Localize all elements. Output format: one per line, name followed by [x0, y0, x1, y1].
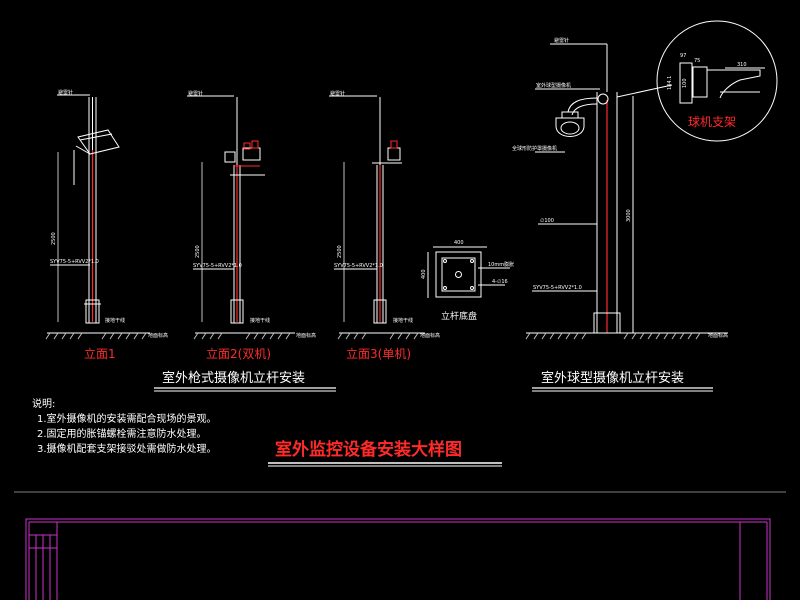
base-plate-detail: 400 400 10mm膨胀 4-∅16 立杆底盘	[421, 240, 514, 322]
note-item-2: 2.固定用的胀锚螺栓需注意防水处理。	[37, 427, 207, 440]
size-184-label: 184.1	[667, 76, 673, 90]
dome-camera-label: 室外球型摄像机	[536, 82, 571, 89]
camera-box-icon	[387, 147, 401, 161]
ground-line-label-1: 接地干线	[105, 317, 125, 324]
rod-label-2: 避雷针	[188, 90, 203, 97]
ground-line-label-2: 接地干线	[250, 317, 270, 324]
base-plate-outline	[435, 251, 482, 298]
dome-camera-icon	[555, 117, 585, 137]
size-100-label: 100	[682, 78, 688, 88]
elevation-1-label: 立面1	[84, 346, 116, 361]
bracket-arm-shape	[707, 69, 761, 99]
bracket-mount-block	[692, 66, 708, 98]
detail-leader	[616, 84, 673, 98]
ball-bracket-detail: 310 97 75 184.1 100 球机支架	[616, 20, 778, 142]
camera-cap-icon	[243, 142, 251, 150]
arm-length-label: 310	[737, 62, 747, 68]
size-75-label: 75	[694, 58, 700, 64]
dim-2500-1: 2500	[51, 232, 57, 245]
pole-base-2	[230, 299, 244, 324]
cable-spec-1: SYV75-5+RVV2*1.0	[50, 259, 99, 265]
camera-box-icon	[242, 147, 261, 161]
bolt-hole-icon	[470, 259, 474, 263]
base-width-label: 400	[454, 240, 464, 246]
camera-cap-icon	[251, 140, 259, 149]
pole-base-3	[373, 299, 387, 324]
dome-bracket-arm	[571, 103, 598, 116]
note-item-3: 3.摄像机配套支架接驳处需做防水处理。	[37, 442, 217, 455]
note-item-1: 1.室外摄像机的安装需配合现场的景观。	[37, 412, 217, 425]
anchor-bolt-label: 10mm膨胀	[488, 261, 514, 268]
elevation-3-drawing: 2500 避雷针 SYV75-5+RVV2*1.0 接地干线 地面标高	[329, 90, 440, 340]
dim-2500-2: 2500	[195, 245, 201, 258]
ground-hatch-3	[337, 332, 419, 340]
dome-camera-section-title: 室外球型摄像机立杆安装	[541, 370, 684, 386]
ground-ref-1: 地面标高	[148, 332, 168, 339]
dome-pole-drawing: 避雷针 室外球型摄像机 全球形防护罩摄像机 3000 ∅100 SYV75-5+…	[512, 37, 728, 340]
gun-camera-icon	[77, 129, 120, 155]
dome-mount-icon	[597, 93, 609, 105]
ball-bracket-label: 球机支架	[688, 115, 736, 129]
bolt-hole-icon	[443, 259, 447, 263]
ground-hatch-dome	[525, 332, 701, 340]
rod-label-dome: 避雷针	[554, 37, 569, 44]
gun-camera-icon	[79, 133, 113, 141]
cable-spec-2: SYV75-5+RVV2*1.0	[193, 263, 242, 269]
camera-box-icon	[224, 151, 236, 163]
bracket-mount-plate	[679, 62, 693, 104]
detail-circle	[656, 20, 778, 142]
rod-label-3: 避雷针	[330, 90, 345, 97]
plate-hole-label: 4-∅16	[492, 279, 508, 285]
bolt-hole-icon	[443, 286, 447, 290]
base-height-label: 400	[421, 269, 427, 279]
pole-base-1	[85, 299, 100, 324]
dome-camera-cap	[561, 111, 579, 119]
gun-camera-section-title: 室外枪式摄像机立杆安装	[162, 370, 305, 386]
ground-ref-dome: 地面标高	[708, 332, 728, 339]
main-title: 室外监控设备安装大样图	[275, 439, 462, 460]
dome-bracket-arm	[567, 97, 598, 113]
ground-line-label-3: 接地干线	[393, 317, 413, 324]
camera-bracket	[75, 145, 91, 155]
dome-housing-label: 全球形防护罩摄像机	[512, 145, 557, 152]
bolt-hole-icon	[455, 271, 462, 278]
base-plate-caption: 立杆底盘	[441, 310, 477, 322]
elevation-1-drawing: 2500 避雷针 SYV75-5+RVV2*1.0 接地干线 地面标高	[45, 89, 168, 340]
pole-dia-label: ∅100	[540, 218, 554, 224]
dome-lens-icon	[560, 121, 580, 135]
base-plate-inner	[441, 257, 476, 292]
elevation-3-label: 立面3(单机)	[346, 346, 411, 361]
bolt-hole-icon	[470, 286, 474, 290]
dim-2500-3: 2500	[337, 245, 343, 258]
notes-heading: 说明:	[32, 397, 55, 410]
ground-hatch-1	[45, 332, 147, 340]
title-block-frame	[25, 518, 771, 600]
rod-label-1: 避雷针	[58, 89, 73, 96]
ground-ref-3: 地面标高	[420, 332, 440, 339]
ground-hatch-2	[193, 332, 291, 340]
dome-cable-spec: SYV75-5+RVV2*1.0	[533, 285, 582, 291]
ground-ref-2: 地面标高	[296, 332, 316, 339]
elevation-2-label: 立面2(双机)	[206, 346, 271, 361]
elevation-2-drawing: 2500 避雷针 SYV75-5+RVV2*1.0 接地干线 地面标高	[187, 90, 316, 340]
camera-cap-icon	[390, 140, 398, 149]
size-97-label: 97	[680, 53, 686, 59]
title-block-columns	[29, 522, 741, 600]
cable-spec-3: SYV75-5+RVV2*1.0	[334, 263, 383, 269]
dim-3000: 3000	[626, 209, 632, 222]
